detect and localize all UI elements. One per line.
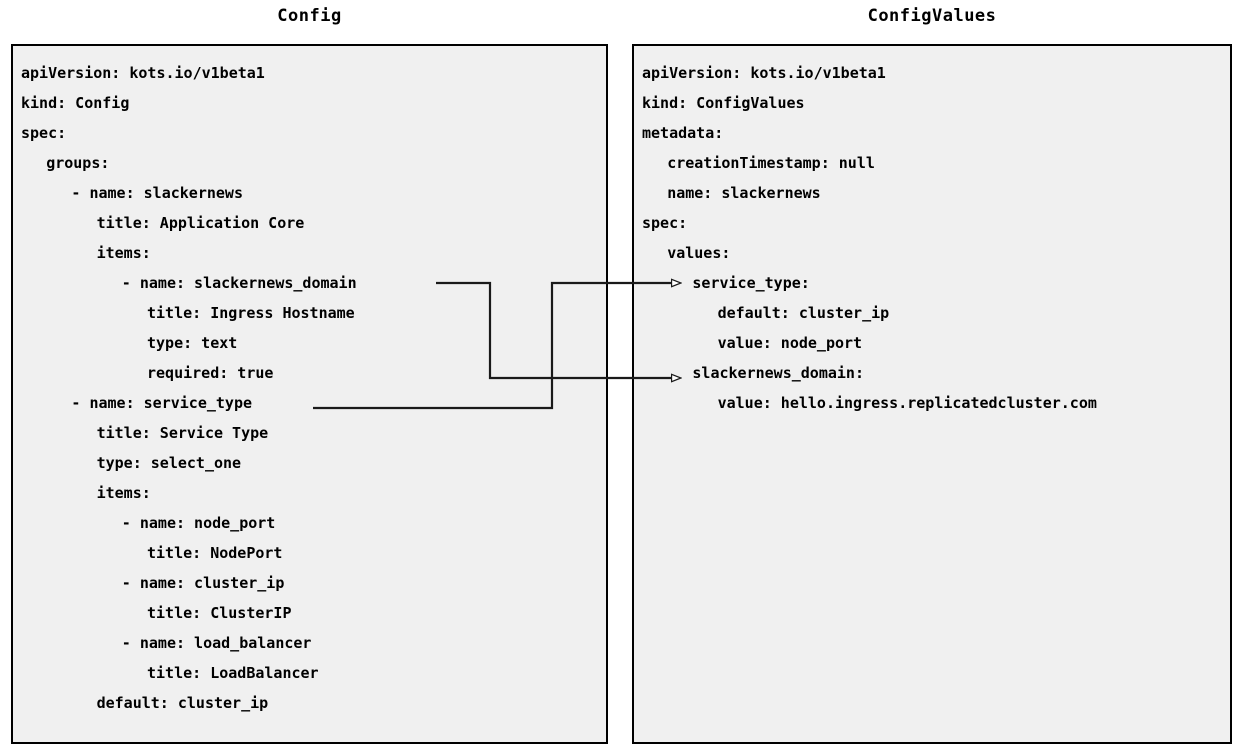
configvalues-yaml-line-3: creationTimestamp: null — [667, 154, 875, 172]
config-yaml-line-7: - name: slackernews_domain — [121, 274, 357, 292]
config-yaml-line-16: title: NodePort — [147, 544, 283, 562]
configvalues-yaml-line-11: value: hello.ingress.replicatedcluster.c… — [717, 394, 1097, 412]
config-yaml-line-12: title: Service Type — [96, 424, 269, 442]
configvalues-yaml-body: apiVersion: kots.io/v1beta1 kind: ConfigV… — [634, 46, 1230, 742]
configvalues-yaml-line-9: value: node_port — [717, 334, 863, 352]
config-yaml-line-14: items: — [96, 484, 151, 502]
configvalues-yaml-line-4: name: slackernews — [667, 184, 821, 202]
configvalues-yaml-line-5: spec: — [642, 214, 688, 232]
config-yaml-line-9: type: text — [147, 334, 238, 352]
config-yaml-line-18: title: ClusterIP — [147, 604, 292, 622]
configvalues-yaml-line-6: values: — [667, 244, 731, 262]
config-panel-title: Config — [277, 6, 342, 26]
config-yaml-line-6: items: — [96, 244, 151, 262]
config-yaml-body: apiVersion: kots.io/v1beta1 kind: Config s… — [13, 46, 606, 742]
configvalues-panel-title: ConfigValues — [867, 6, 997, 26]
configvalues-yaml-line-8: default: cluster_ip — [717, 304, 890, 322]
config-yaml-line-3: groups: — [46, 154, 110, 172]
configvalues-yaml-line-1: kind: ConfigValues — [642, 94, 805, 112]
config-yaml-line-5: title: Application Core — [96, 214, 305, 232]
config-yaml-line-4: - name: slackernews — [71, 184, 243, 202]
configvalues-yaml-line-2: metadata: — [642, 124, 724, 142]
config-yaml-line-8: title: Ingress Hostname — [147, 304, 355, 322]
config-yaml-line-21: default: cluster_ip — [96, 694, 269, 712]
config-yaml-line-1: kind: Config — [21, 94, 130, 112]
configvalues-yaml-line-7: service_type: — [692, 274, 810, 292]
configvalues-yaml-line-0: apiVersion: kots.io/v1beta1 — [642, 64, 886, 82]
configvalues-yaml-panel: apiVersion: kots.io/v1beta1 kind: ConfigV… — [632, 44, 1232, 744]
config-yaml-line-15: - name: node_port — [121, 514, 276, 532]
configvalues-yaml-line-10: slackernews_domain: — [692, 364, 864, 382]
config-yaml-line-11: - name: service_type — [71, 394, 253, 412]
config-yaml-line-2: spec: — [21, 124, 67, 142]
config-yaml-line-10: required: true — [147, 364, 274, 382]
config-yaml-line-20: title: LoadBalancer — [147, 664, 319, 682]
config-yaml-line-0: apiVersion: kots.io/v1beta1 — [21, 64, 265, 82]
config-yaml-panel: apiVersion: kots.io/v1beta1 kind: Config s… — [11, 44, 608, 744]
config-yaml-line-17: - name: cluster_ip — [121, 574, 285, 592]
config-yaml-line-13: type: select_one — [96, 454, 242, 472]
config-yaml-line-19: - name: load_balancer — [121, 634, 312, 652]
